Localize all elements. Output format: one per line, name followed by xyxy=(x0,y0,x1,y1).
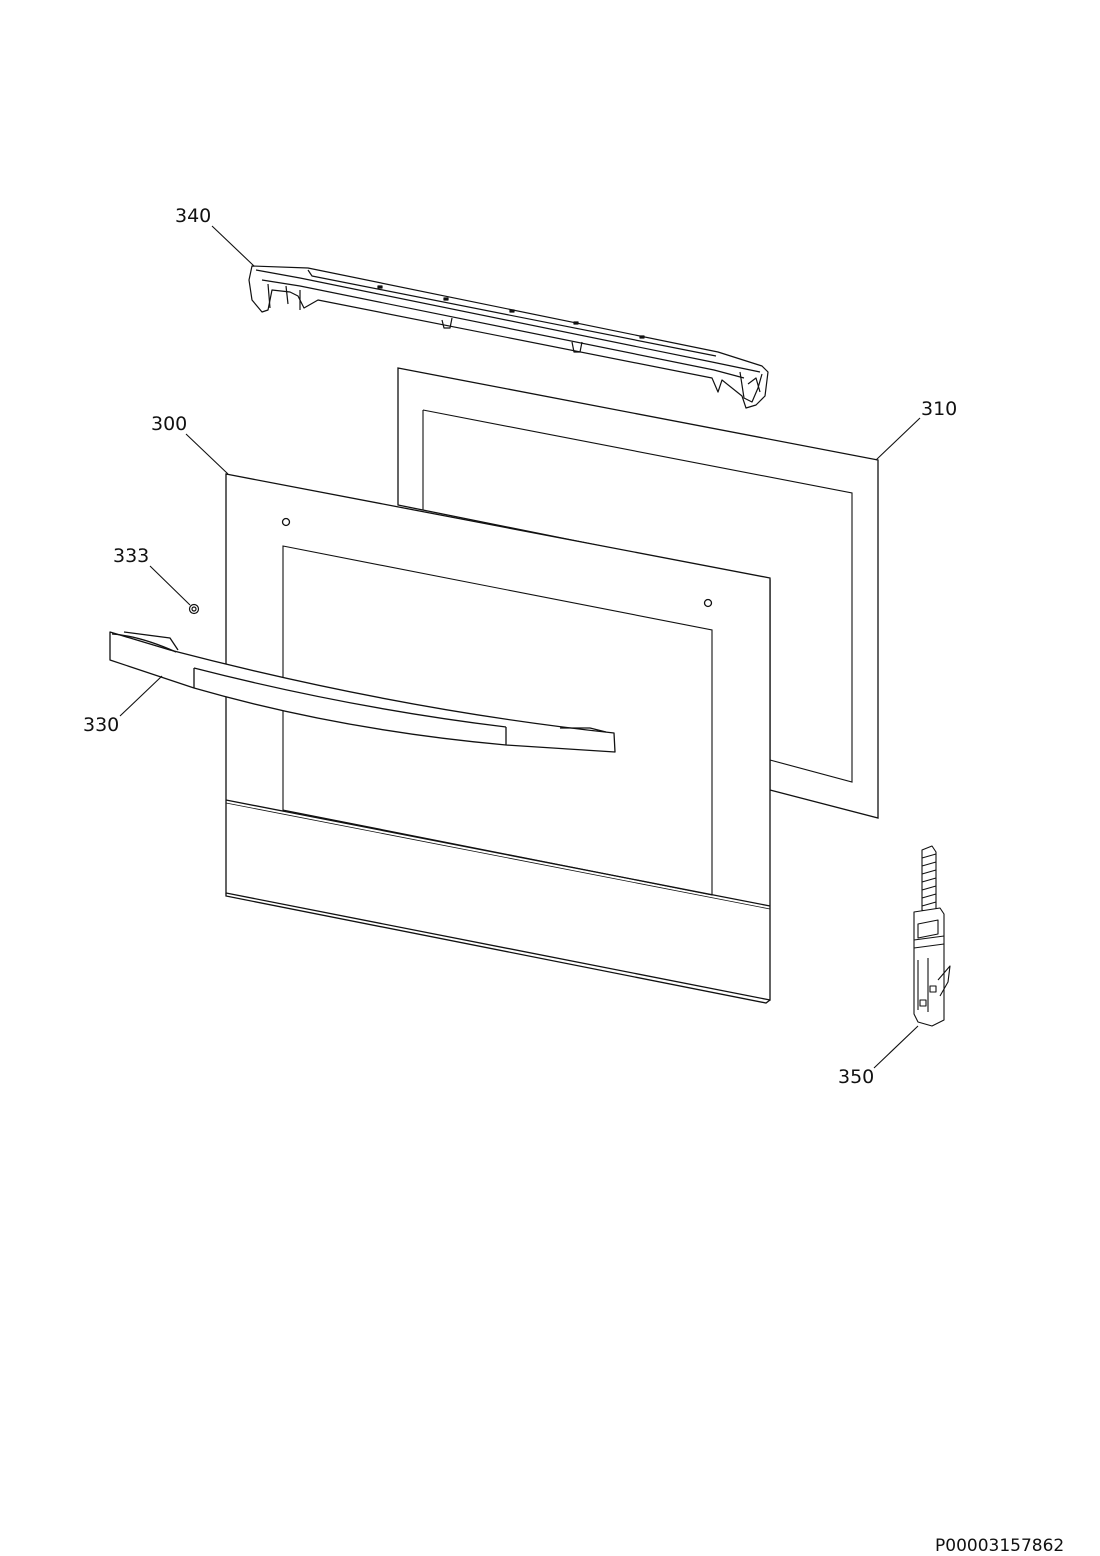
callout-330: 330 xyxy=(83,714,120,736)
part-340-top-frame-bar xyxy=(249,266,768,408)
leader-lines xyxy=(120,226,920,1068)
callout-340: 340 xyxy=(175,205,212,227)
callout-350: 350 xyxy=(838,1066,875,1088)
leader-310 xyxy=(876,418,920,460)
callout-333: 333 xyxy=(113,545,150,567)
leader-333 xyxy=(150,566,190,605)
document-number: P00003157862 xyxy=(935,1536,1065,1556)
part-350-hinge xyxy=(914,846,950,1026)
leader-300 xyxy=(186,434,228,474)
callout-300: 300 xyxy=(151,413,188,435)
leader-340 xyxy=(212,226,254,266)
callout-310: 310 xyxy=(921,398,958,420)
part-333-plug xyxy=(190,605,199,614)
leader-350 xyxy=(874,1026,918,1068)
part-330-door-handle xyxy=(110,632,615,752)
leader-330 xyxy=(120,676,162,716)
